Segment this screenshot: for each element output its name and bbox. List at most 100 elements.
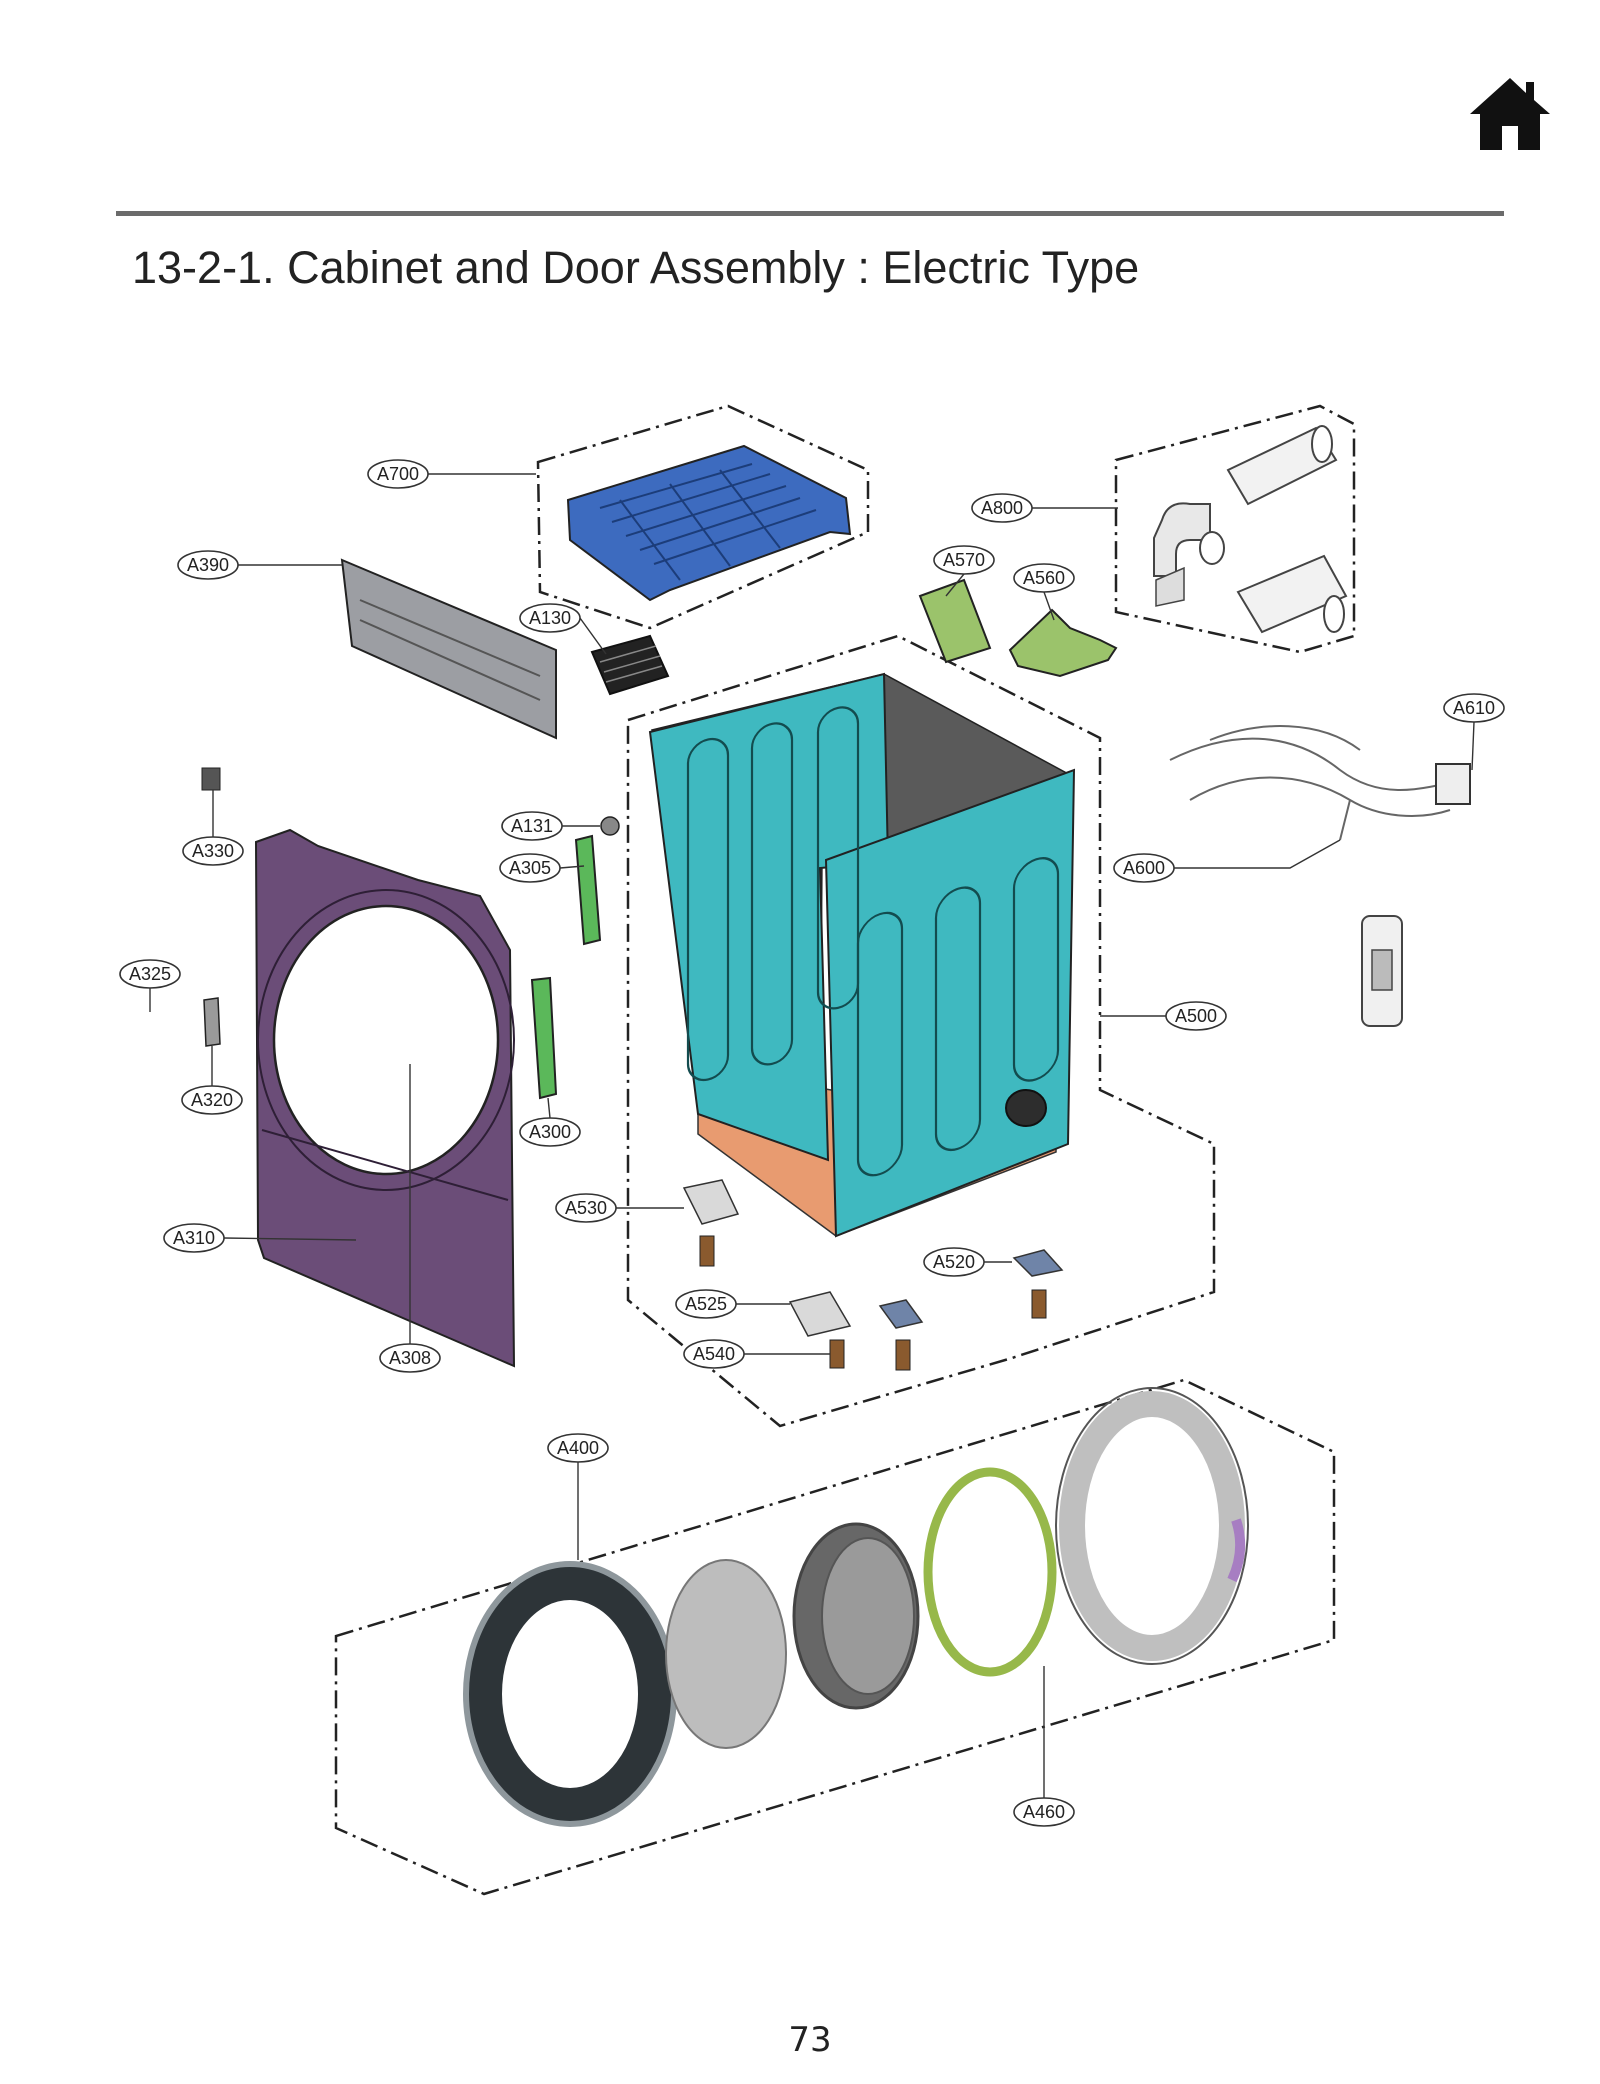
hinge-A305-part xyxy=(574,834,602,946)
callout-a308: A308 xyxy=(379,1064,441,1373)
callout-bubble xyxy=(675,1289,737,1319)
callout-bubble xyxy=(177,550,239,580)
green-cover-part xyxy=(918,578,992,664)
bracket-A320-part xyxy=(203,997,221,1047)
callout-a700: A700 xyxy=(367,459,536,489)
callout-label: A525 xyxy=(685,1294,727,1314)
callout-bubble xyxy=(1165,1001,1227,1031)
home-button[interactable] xyxy=(1468,76,1552,154)
rear-bracket-part xyxy=(340,558,557,740)
leader-line xyxy=(547,1097,551,1119)
callout-label: A540 xyxy=(693,1344,735,1364)
callout-bubble xyxy=(499,853,561,883)
callout-label: A325 xyxy=(129,964,171,984)
callout-bubble xyxy=(519,603,581,633)
green-duct-part xyxy=(1008,608,1118,678)
callout-label: A390 xyxy=(187,555,229,575)
leader-line xyxy=(1043,591,1055,621)
front-panel-part xyxy=(254,828,516,1368)
leader-line xyxy=(1174,839,1341,869)
callout-bubble xyxy=(933,545,995,575)
callout-label: A530 xyxy=(565,1198,607,1218)
callout-bubble xyxy=(519,1117,581,1147)
callout-a540: A540 xyxy=(683,1339,830,1369)
callout-label: A330 xyxy=(192,841,234,861)
sensor-part xyxy=(1361,915,1403,1027)
callout-a390: A390 xyxy=(177,550,342,580)
duct-kit-part xyxy=(1153,425,1348,634)
bracket-A330-part xyxy=(201,767,221,791)
leg-bracket-A520-part xyxy=(1012,1249,1064,1319)
leader-line xyxy=(223,1237,357,1241)
page-title: 13-2-1. Cabinet and Door Assembly : Elec… xyxy=(132,242,1140,293)
home-icon xyxy=(1470,78,1550,150)
callout-a560: A560 xyxy=(1013,563,1075,621)
callout-bubble xyxy=(181,1085,243,1115)
door-glass-part xyxy=(665,1559,787,1749)
bushing-A131-part xyxy=(600,816,620,836)
callout-bubble xyxy=(547,1433,609,1463)
callout-bubble xyxy=(119,959,181,989)
callout-bubble xyxy=(501,811,563,841)
duct-kit-group-outline xyxy=(1114,404,1356,654)
page-number: 73 xyxy=(788,2020,832,2060)
callout-label: A305 xyxy=(509,858,551,878)
door-inner-frame-part xyxy=(1055,1387,1249,1665)
callout-bubble xyxy=(163,1223,225,1253)
leader-line xyxy=(559,865,585,869)
callout-label: A400 xyxy=(557,1438,599,1458)
callout-bubble xyxy=(379,1343,441,1373)
callout-bubble xyxy=(923,1247,985,1277)
callout-label: A460 xyxy=(1023,1802,1065,1822)
callout-a330: A330 xyxy=(182,790,244,866)
leg-plate-center-part xyxy=(878,1299,924,1371)
callout-label: A130 xyxy=(529,608,571,628)
callout-a520: A520 xyxy=(923,1247,1012,1277)
door-outer-ring-part xyxy=(463,1561,677,1827)
leader-line xyxy=(945,573,965,597)
callout-bubble xyxy=(1013,563,1075,593)
callout-a325: A325 xyxy=(119,959,181,1012)
callout-label: A520 xyxy=(933,1252,975,1272)
leader-line xyxy=(579,617,607,655)
hinge-A300-part xyxy=(530,976,558,1100)
callout-bubble xyxy=(683,1339,745,1369)
callout-a600: A600 xyxy=(1113,839,1341,883)
callout-a525: A525 xyxy=(675,1289,790,1319)
callout-bubble xyxy=(182,836,244,866)
callout-label: A570 xyxy=(943,550,985,570)
callout-label: A500 xyxy=(1175,1006,1217,1026)
callout-bubble xyxy=(1113,853,1175,883)
callout-a131: A131 xyxy=(501,811,600,841)
callout-label: A610 xyxy=(1453,698,1495,718)
callout-a500: A500 xyxy=(1100,1001,1227,1031)
callout-label: A700 xyxy=(377,464,419,484)
cabinet-part xyxy=(648,672,1076,1238)
callout-label: A800 xyxy=(981,498,1023,518)
callout-label: A320 xyxy=(191,1090,233,1110)
top-plate-part xyxy=(566,444,852,602)
door-group-outline xyxy=(334,1378,1336,1896)
leg-bracket-A530-part xyxy=(682,1179,740,1267)
callout-label: A560 xyxy=(1023,568,1065,588)
leg-bracket-A525-part xyxy=(788,1291,852,1369)
callout-a610: A610 xyxy=(1443,693,1505,771)
callout-a460: A460 xyxy=(1013,1666,1075,1827)
callout-bubble xyxy=(1013,1797,1075,1827)
callout-a130: A130 xyxy=(519,603,607,655)
top-plate-group-outline xyxy=(536,404,870,630)
callout-bubble xyxy=(367,459,429,489)
callout-bubble xyxy=(555,1193,617,1223)
callout-a310: A310 xyxy=(163,1223,357,1253)
callout-label: A300 xyxy=(529,1122,571,1142)
callout-a800: A800 xyxy=(971,493,1118,523)
callout-a570: A570 xyxy=(933,545,995,597)
callout-a300: A300 xyxy=(519,1097,581,1147)
callout-label: A310 xyxy=(173,1228,215,1248)
callout-bubble xyxy=(971,493,1033,523)
door-inner-bowl-part xyxy=(792,1522,920,1710)
wire-harness-part xyxy=(1169,725,1471,841)
callout-a320: A320 xyxy=(181,1046,243,1115)
